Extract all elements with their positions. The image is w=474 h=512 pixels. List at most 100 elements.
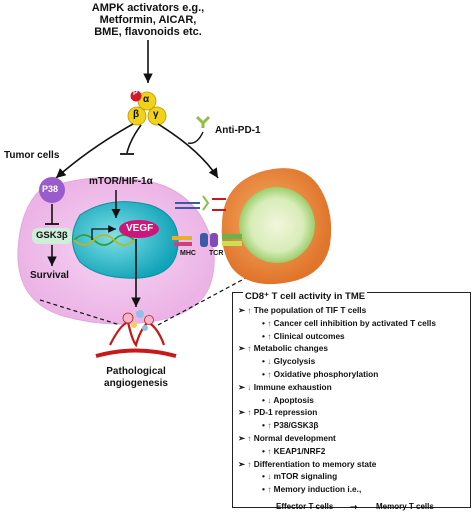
panel-item: ➢ ↑ The population of TIF T cells	[238, 305, 366, 315]
down-arrow-icon: ↓	[244, 381, 254, 392]
dna-helix	[73, 234, 135, 246]
up-arrow-icon: ↑	[264, 330, 274, 341]
up-arrow-icon: ↑	[264, 420, 274, 431]
panel-subitem: • ↑ Clinical outcomes	[262, 331, 345, 341]
up-arrow-icon: ↑	[244, 305, 254, 315]
up-arrow-icon: ↑	[244, 433, 254, 443]
vegf-label: VEGF	[126, 223, 154, 234]
panel-item: ➢ ↑ Normal development	[238, 433, 336, 443]
panel-item-text: Apoptosis	[273, 394, 314, 405]
down-arrow-icon: ↓	[264, 394, 274, 405]
panel-item-text: The population of TIF T cells	[253, 305, 367, 315]
gsk3b-label: GSK3β	[36, 230, 68, 241]
gene-to-vegf-arrow	[91, 225, 116, 240]
mhc-label: MHC	[180, 250, 196, 257]
vegf-node	[119, 220, 159, 238]
up-arrow-icon: ↑	[264, 484, 274, 495]
panel-item: ➢ ↓ Immune exhaustion	[238, 382, 332, 392]
tumor-nucleus	[72, 201, 179, 279]
survival-label: Survival	[30, 270, 69, 281]
up-arrow-icon: ↑	[264, 445, 274, 456]
mtor-label: mTOR/HIF-1α	[89, 176, 153, 187]
activators-line-2: Metformin, AICAR,	[99, 14, 197, 26]
panel-item: ➢ ↑ PD-1 repression	[238, 407, 317, 417]
activators-line-3: BME, flavonoids etc.	[94, 26, 202, 38]
down-arrow-icon: ↓	[264, 471, 274, 482]
panel-item-text: Memory induction i.e.,	[273, 484, 362, 495]
panel-subitem: • ↓ mTOR signaling	[262, 471, 337, 481]
panel-subitem: • ↓ Apoptosis	[262, 395, 314, 405]
p38-label: P38	[42, 184, 59, 194]
ampk-gamma-label: γ	[153, 109, 159, 120]
bullet-marker: •	[262, 330, 265, 341]
memory-label: Memory T cells	[376, 502, 434, 511]
panel-subitem: • ↑ P38/GSK3β	[262, 420, 318, 430]
bullet-marker: ➢	[238, 433, 245, 443]
ampk-to-tcell-arrow	[157, 123, 219, 179]
panel-item-text: P38/GSK3β	[273, 420, 319, 431]
bullet-marker: ➢	[238, 458, 245, 469]
panel-item-text: Metabolic changes	[253, 343, 328, 354]
bullet-marker: ➢	[238, 305, 245, 315]
bullet-marker: ➢	[238, 343, 245, 354]
panel-item-text: Clinical outcomes	[273, 330, 345, 341]
ampk-inhibits-mtor-line	[126, 124, 142, 154]
up-arrow-icon: ↑	[264, 369, 274, 379]
angiogenesis-label-2: angiogenesis	[104, 378, 168, 389]
panel-title: CD8⁺ T cell activity in TME	[243, 291, 368, 302]
up-arrow-icon: ↑	[244, 343, 254, 354]
panel-item-text: Oxidative phosphorylation	[273, 369, 379, 379]
down-arrow-icon: ↓	[264, 356, 274, 367]
panel-subitem: • ↑ KEAP1/NRF2	[262, 446, 325, 456]
panel-subitem: • ↑ Oxidative phosphorylation	[262, 369, 378, 379]
anti-pd1-label: Anti-PD-1	[215, 125, 261, 136]
effector-label: Effector T cells	[276, 502, 334, 511]
bullet-marker: •	[262, 394, 265, 405]
bullet-marker: •	[262, 369, 265, 379]
anti-pd1-antibody	[195, 115, 211, 128]
panel-item-text: Cancer cell inhibition by activated T ce…	[273, 317, 436, 328]
ampk-complex	[127, 90, 167, 126]
panel-item-text: KEAP1/NRF2	[273, 445, 326, 456]
pd1-pdl1-receptors	[175, 195, 226, 211]
panel-item-text: PD-1 repression	[253, 407, 318, 418]
panel-item-text: Glycolysis	[273, 356, 316, 367]
bullet-marker: •	[262, 445, 265, 456]
up-arrow-icon: ↑	[244, 458, 254, 469]
gsk3b-node	[32, 228, 72, 244]
bullet-marker: •	[262, 420, 265, 431]
bullet-marker: ➢	[238, 381, 245, 392]
bullet-marker: ➢	[238, 407, 245, 418]
panel-item-text: Differentiation to memory state	[253, 458, 377, 469]
blood-vessel	[95, 310, 177, 358]
bullet-marker: •	[262, 317, 265, 328]
panel-item-text: Normal development	[253, 433, 336, 443]
panel-subitem: • ↑ Memory induction i.e.,	[262, 484, 361, 494]
ampk-alpha-label: α	[143, 94, 150, 105]
cd8-activity-panel	[232, 292, 471, 508]
bullet-marker: •	[262, 471, 265, 482]
panel-subitem: • ↑ Cancer cell inhibition by activated …	[262, 318, 436, 328]
angiogenesis-label-1: Pathological	[106, 366, 166, 377]
bullet-marker: •	[262, 356, 265, 367]
panel-subitem: • ↓ Glycolysis	[262, 356, 315, 366]
bullet-marker: •	[262, 484, 265, 495]
ampk-p-label: P	[133, 90, 138, 97]
ampk-to-p38-arrow	[55, 123, 134, 179]
panel-item-text: mTOR signaling	[273, 471, 338, 482]
p38-node	[39, 177, 65, 203]
panel-item: ➢ ↑ Differentiation to memory state	[238, 459, 376, 469]
activators-line-1: AMPK activators e.g.,	[91, 2, 205, 14]
ampk-beta-label: β	[133, 109, 140, 120]
effector-to-memory-arrow: ➞	[350, 502, 358, 512]
tcr-label: TCR	[209, 250, 224, 257]
t-cell	[221, 168, 332, 285]
mhc-tcr-complex	[172, 233, 242, 247]
tumor-cells-label: Tumor cells	[4, 150, 60, 161]
up-arrow-icon: ↑	[244, 407, 254, 418]
panel-item-text: Immune exhaustion	[253, 381, 332, 392]
up-arrow-icon: ↑	[264, 317, 274, 328]
anti-pd1-arrow	[187, 131, 204, 144]
panel-item: ➢ ↑ Metabolic changes	[238, 343, 328, 353]
